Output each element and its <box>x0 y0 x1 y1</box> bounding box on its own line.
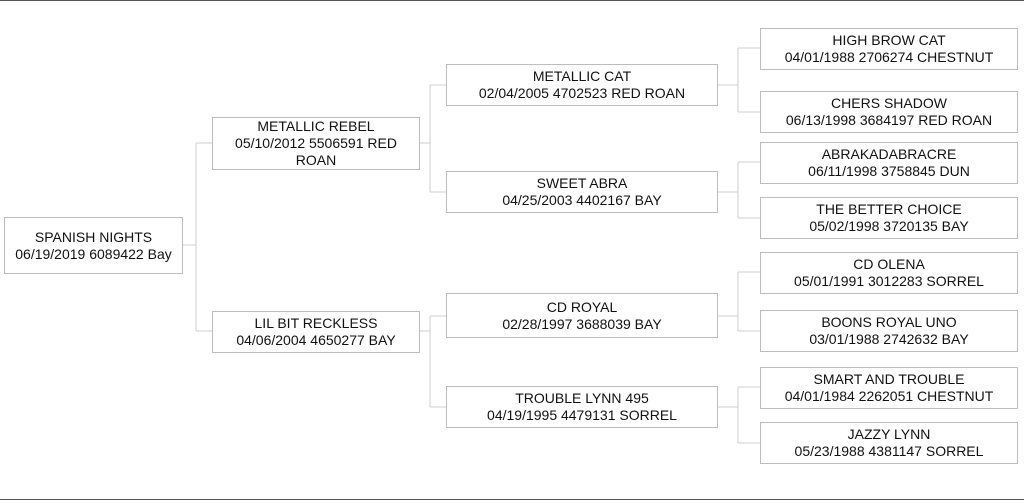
horse-card-ss-sire: HIGH BROW CAT 04/01/1988 2706274 CHESTNU… <box>760 28 1018 70</box>
horse-info: 05/01/1991 3012283 SORREL <box>794 273 984 289</box>
horse-name: SWEET ABRA <box>536 175 628 191</box>
horse-card-ss-dam: CHERS SHADOW 06/13/1998 3684197 RED ROAN <box>760 91 1018 133</box>
horse-name: TROUBLE LYNN 495 <box>515 390 649 406</box>
horse-card-sire-dam: SWEET ABRA 04/25/2003 4402167 BAY <box>446 171 718 213</box>
horse-info: 02/28/1997 3688039 BAY <box>502 315 662 332</box>
horse-name: HIGH BROW CAT <box>832 32 946 48</box>
horse-card-dam: LIL BIT RECKLESS 04/06/2004 4650277 BAY <box>212 311 420 353</box>
horse-info: 06/19/2019 6089422 Bay <box>15 245 172 262</box>
horse-card-sire: METALLIC REBEL 05/10/2012 5506591 RED RO… <box>212 117 420 170</box>
horse-card-dam-sire: CD ROYAL 02/28/1997 3688039 BAY <box>446 293 718 338</box>
horse-name: CD ROYAL <box>546 298 618 315</box>
horse-name: ABRAKADABRACRE <box>821 146 957 162</box>
horse-card-dd-dam: JAZZY LYNN 05/23/1988 4381147 SORREL <box>760 422 1018 464</box>
horse-info: 04/06/2004 4650277 BAY <box>236 332 396 348</box>
horse-name: METALLIC REBEL <box>257 118 375 134</box>
bottom-rule <box>0 499 1024 500</box>
horse-info: 06/11/1998 3758845 DUN <box>808 163 970 179</box>
horse-info: 04/01/1984 2262051 CHESTNUT <box>784 388 994 404</box>
horse-card-sd-dam: THE BETTER CHOICE 05/02/1998 3720135 BAY <box>760 197 1018 239</box>
horse-info: 04/25/2003 4402167 BAY <box>502 192 662 208</box>
horse-name: BOONS ROYAL UNO <box>821 314 957 330</box>
horse-name: SPANISH NIGHTS <box>34 228 153 245</box>
horse-name: THE BETTER CHOICE <box>816 201 962 217</box>
horse-name: METALLIC CAT <box>532 68 632 84</box>
horse-info: 02/04/2005 4702523 RED ROAN <box>478 85 686 101</box>
horse-card-ds-sire: CD OLENA 05/01/1991 3012283 SORREL <box>760 252 1018 294</box>
horse-card-sire-sire: METALLIC CAT 02/04/2005 4702523 RED ROAN <box>446 64 718 106</box>
horse-info: 06/13/1998 3684197 RED ROAN <box>785 112 993 128</box>
horse-card-dam-dam: TROUBLE LYNN 495 04/19/1995 4479131 SORR… <box>446 386 718 428</box>
horse-card-subject: SPANISH NIGHTS 06/19/2019 6089422 Bay <box>4 217 183 274</box>
horse-name: JAZZY LYNN <box>847 426 931 442</box>
horse-card-dd-sire: SMART AND TROUBLE 04/01/1984 2262051 CHE… <box>760 367 1018 409</box>
horse-name: CHERS SHADOW <box>831 95 947 111</box>
horse-card-ds-dam: BOONS ROYAL UNO 03/01/1988 2742632 BAY <box>760 310 1018 352</box>
horse-name: SMART AND TROUBLE <box>813 371 965 387</box>
horse-info: 03/01/1988 2742632 BAY <box>809 331 969 347</box>
horse-card-sd-sire: ABRAKADABRACRE 06/11/1998 3758845 DUN <box>760 142 1018 184</box>
horse-info: 04/01/1988 2706274 CHESTNUT <box>784 49 994 65</box>
horse-name: CD OLENA <box>853 256 925 272</box>
horse-info: 04/19/1995 4479131 SORREL <box>487 407 677 423</box>
horse-info: 05/10/2012 5506591 RED ROAN <box>235 135 397 168</box>
horse-info: 05/02/1998 3720135 BAY <box>809 218 969 234</box>
top-rule <box>0 0 1024 1</box>
horse-name: LIL BIT RECKLESS <box>254 315 378 331</box>
horse-info: 05/23/1988 4381147 SORREL <box>794 443 984 459</box>
